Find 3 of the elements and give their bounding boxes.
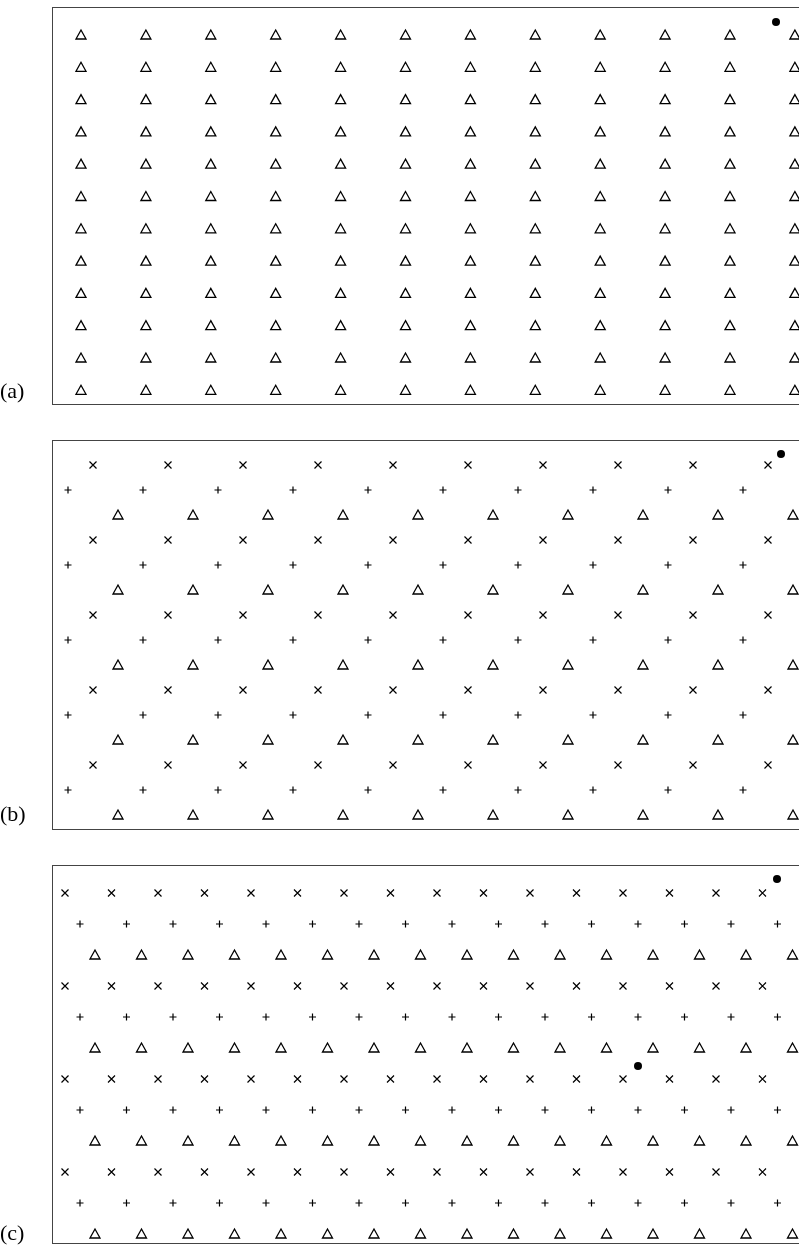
- panel-label: (b): [0, 803, 26, 825]
- panel-label: (c): [0, 1222, 25, 1244]
- panel-label: (a): [0, 380, 25, 402]
